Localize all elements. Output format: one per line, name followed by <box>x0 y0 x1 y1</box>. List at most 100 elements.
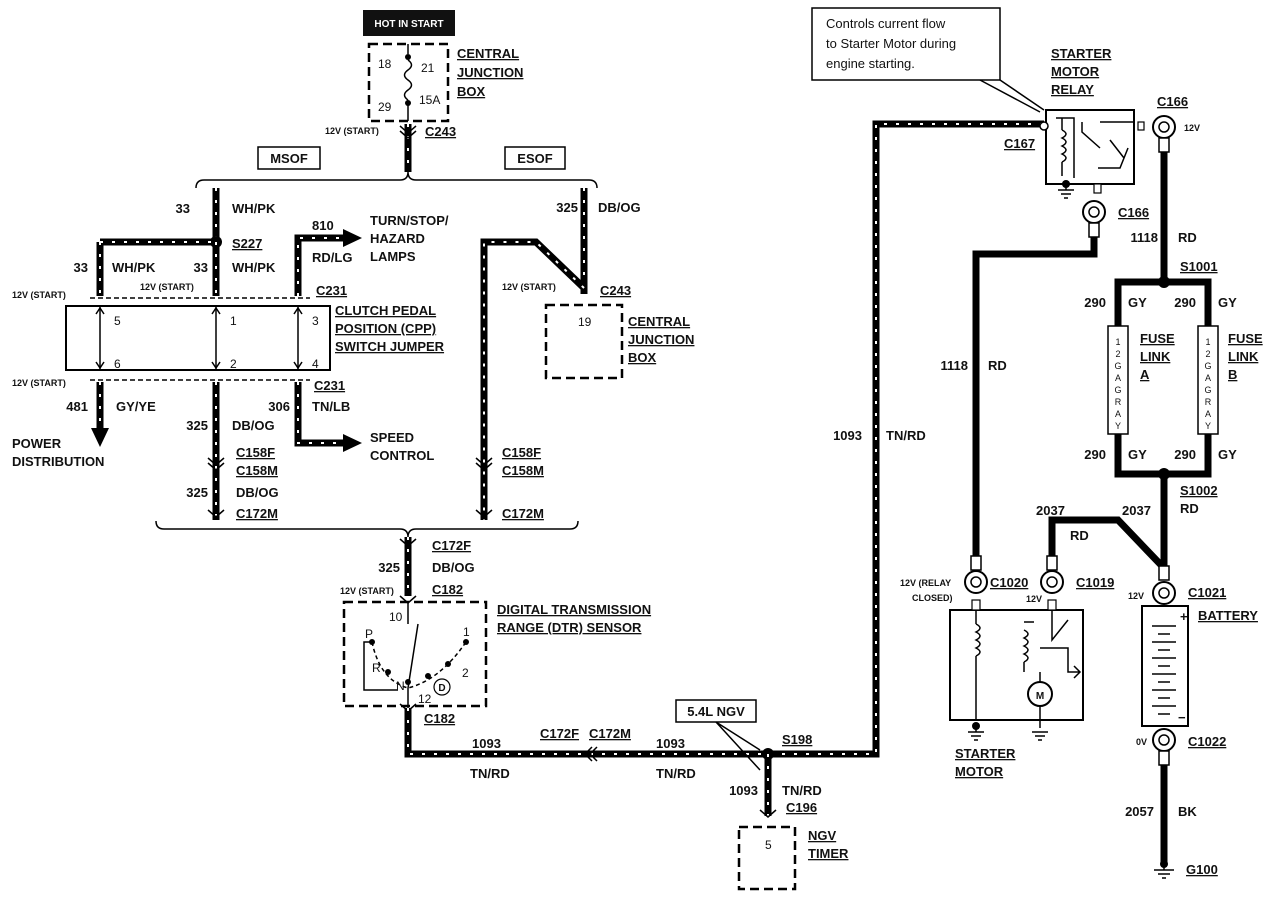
circuit-33-a: 33 <box>176 201 190 216</box>
starter-contacts <box>1040 610 1082 679</box>
connector-c172m-bottom: C172M <box>589 726 631 741</box>
relay-title-1: STARTER <box>1051 46 1112 61</box>
color-dbog-b: DB/OG <box>236 485 279 500</box>
esof-box <box>504 146 566 170</box>
cjb-top-title-3: BOX <box>457 84 486 99</box>
fuse-a-char-6: A <box>1115 409 1121 419</box>
power-dist-label-2: DISTRIBUTION <box>12 454 104 469</box>
fuse-a-color-gy-bottom: GY <box>1128 447 1147 462</box>
circuit-1118-right: 1118 <box>1131 230 1159 245</box>
msof-box <box>257 146 321 170</box>
connector-c182-bottom: C182 <box>424 711 455 726</box>
cjb-top-volt: 12V (START) <box>325 126 379 136</box>
ngv-timer-pin-5: 5 <box>765 838 772 852</box>
cpp-jumper-links <box>95 306 303 370</box>
cjb-top-title-1: CENTRAL <box>457 46 519 61</box>
connector-c1022: C1022 <box>1188 734 1226 749</box>
connector-c196: C196 <box>786 800 817 815</box>
esof-color-dbog: DB/OG <box>598 200 641 215</box>
dtr-pos-n: N <box>396 679 405 693</box>
dtr-pin-10: 10 <box>389 610 403 624</box>
wire-2037-rd <box>1048 516 1165 569</box>
ngv-timer-title-1: NGV <box>808 828 837 843</box>
circuit-33-c: 33 <box>194 260 208 275</box>
ngv-timer-box <box>737 825 797 891</box>
fuse-b-char-2: G <box>1204 361 1211 371</box>
c1020-volt-2: CLOSED) <box>912 593 953 603</box>
fuse-b-label-2: LINK <box>1228 349 1259 364</box>
ngv-variant-label: 5.4L NGV <box>687 704 745 719</box>
circuit-810: 810 <box>312 218 334 233</box>
circuit-33-b: 33 <box>74 260 88 275</box>
fuse-a-label-2: LINK <box>1140 349 1171 364</box>
connector-c231-bottom: C231 <box>314 378 345 393</box>
cpp-title-3: SWITCH JUMPER <box>335 339 445 354</box>
connector-c231-top: C231 <box>316 283 347 298</box>
cjb-fuse-rating: 15A <box>419 93 440 107</box>
cpp-switch-jumper <box>65 305 331 371</box>
splice-s198-label: S198 <box>782 732 812 747</box>
dtr-color-dbog: DB/OG <box>432 560 475 575</box>
ground-icon <box>1154 864 1174 879</box>
cpp-pin-6: 6 <box>114 357 121 371</box>
connector-c158f-left: C158F <box>236 445 275 460</box>
color-dbog-a: DB/OG <box>232 418 275 433</box>
cpp-pin-5: 5 <box>114 314 121 328</box>
turn-stop-label-3: LAMPS <box>370 249 416 264</box>
bottom-circuit-1093-a: 1093 <box>472 736 501 751</box>
color-rd-right: RD <box>1178 230 1197 245</box>
circuit-2037-b: 2037 <box>1122 503 1151 518</box>
color-tnlb: TN/LB <box>312 399 350 414</box>
relay-title-2: MOTOR <box>1051 64 1100 79</box>
dtr-sensor-box <box>342 600 488 708</box>
cpp-title-1: CLUTCH PEDAL <box>335 303 436 318</box>
circuit-325-a: 325 <box>186 418 208 433</box>
connector-c243-esof: C243 <box>600 283 631 298</box>
fuse-a-char-4: G <box>1114 385 1121 395</box>
battery-cells <box>1152 625 1176 715</box>
turn-lamps-arrow <box>343 229 362 247</box>
fuse-a-char-7: Y <box>1115 421 1121 431</box>
wire-1118-rd-left <box>972 237 1098 556</box>
fuse-a-char-0: 1 <box>1115 337 1120 347</box>
connector-c172f-bottom: C172F <box>540 726 579 741</box>
fuse-a-label-1: FUSE <box>1140 331 1175 346</box>
color-whpk-a: WH/PK <box>232 201 276 216</box>
fuse-a-circuit-290-bottom: 290 <box>1084 447 1106 462</box>
splice-s1001-label: S1001 <box>1180 259 1218 274</box>
dtr-pos-2: 2 <box>462 666 469 680</box>
cpp-pin-2: 2 <box>230 357 237 371</box>
fuse-a-char-2: G <box>1114 361 1121 371</box>
c1022-volt: 0V <box>1136 737 1147 747</box>
fuse-b-char-1: 2 <box>1205 349 1210 359</box>
esof-pin-19: 19 <box>578 315 592 329</box>
dtr-wiper <box>407 623 419 689</box>
relay-callout-2: to Starter Motor during <box>826 36 956 51</box>
speed-control-label-2: CONTROL <box>370 448 434 463</box>
dtr-pos-d: D <box>438 683 445 694</box>
fuse-b-char-6: A <box>1205 409 1211 419</box>
circuit-481: 481 <box>66 399 88 414</box>
starter-motor-m: M <box>1036 691 1044 702</box>
connector-c243-top: C243 <box>425 124 456 139</box>
connector-c182-top: C182 <box>432 582 463 597</box>
central-junction-box-top <box>367 42 450 123</box>
cjb-pin-29: 29 <box>378 100 392 114</box>
connector-c172m-left: C172M <box>236 506 278 521</box>
hot-in-start-box <box>363 10 455 36</box>
cpp-title-2: POSITION (CPP) <box>335 321 436 336</box>
connector-c172m-esof: C172M <box>502 506 544 521</box>
starter-motor-title-1: STARTER <box>955 746 1016 761</box>
starter-motor-title-2: MOTOR <box>955 764 1004 779</box>
battery-title: BATTERY <box>1198 608 1258 623</box>
cpp-pin-1: 1 <box>230 314 237 328</box>
bottom-color-tnrd-b: TN/RD <box>656 766 696 781</box>
dtr-volt: 12V (START) <box>340 586 394 596</box>
fuse-a-char-5: R <box>1115 397 1122 407</box>
fuse-b-color-gy-bottom: GY <box>1218 447 1237 462</box>
battery-minus: − <box>1178 710 1186 725</box>
relay-circuit-1093: 1093 <box>833 428 862 443</box>
cjb-pin-21: 21 <box>421 61 435 75</box>
color-rd-2037: RD <box>1070 528 1089 543</box>
connector-c1020: C1020 <box>990 575 1028 590</box>
